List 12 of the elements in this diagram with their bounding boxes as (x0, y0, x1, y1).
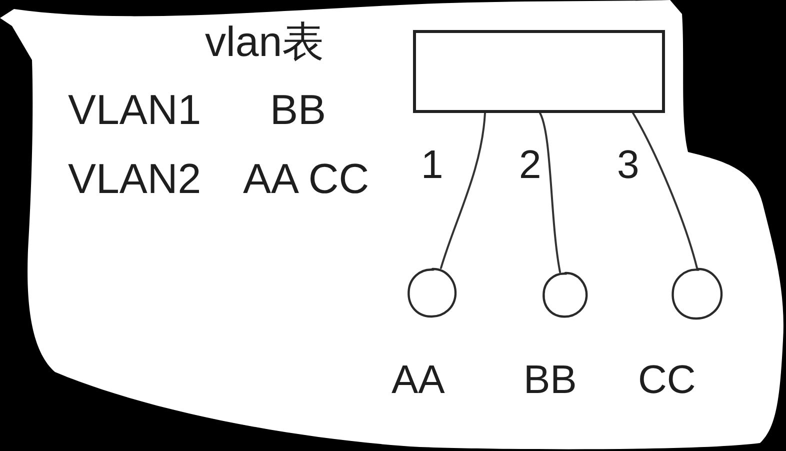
connection-line (632, 112, 698, 269)
node-label: AA (392, 360, 445, 400)
node-label: BB (524, 360, 577, 400)
table-cell: VLAN2 (68, 158, 202, 200)
table-heading: vlan表 (205, 21, 324, 63)
table-cell: AA CC (243, 158, 370, 200)
connection-line (539, 112, 561, 273)
table-cell: BB (270, 89, 326, 131)
connection-line (440, 112, 486, 269)
switch-box (413, 30, 665, 113)
table-cell: VLAN1 (68, 89, 202, 131)
node-label: CC (638, 360, 696, 400)
